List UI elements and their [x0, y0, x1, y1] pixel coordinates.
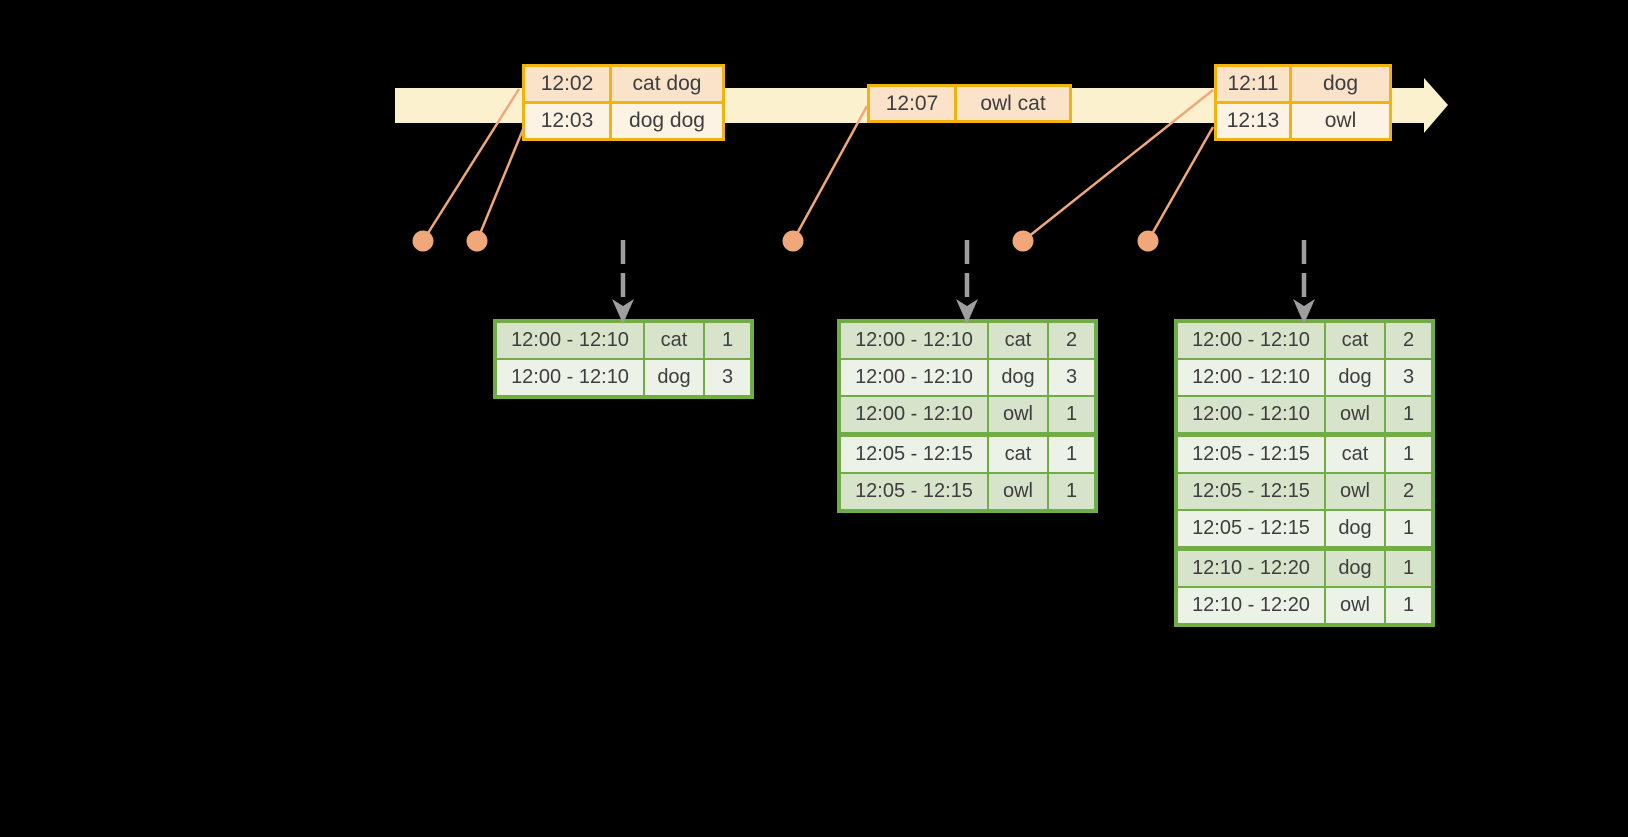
table-row: 12:05 - 12:15 owl 2 [1178, 474, 1431, 509]
table-row: 12:03 dog dog [525, 104, 722, 138]
event-time-cell: 12:13 [1217, 104, 1289, 138]
table-row: 12:10 - 12:20 dog 1 [1178, 551, 1431, 586]
count-cell: 1 [705, 323, 750, 358]
word-cell: owl [989, 397, 1047, 432]
word-cell: owl [1326, 474, 1384, 509]
result-table-2: 12:00 - 12:10 cat 2 12:00 - 12:10 dog 3 … [837, 319, 1098, 513]
word-cell: dog [1326, 511, 1384, 546]
window-cell: 12:00 - 12:10 [841, 323, 987, 358]
word-cell: dog [645, 360, 703, 395]
window-cell: 12:05 - 12:15 [841, 474, 987, 509]
word-cell: cat [1326, 437, 1384, 472]
event-words-cell: dog [1292, 67, 1389, 101]
table-row: 12:00 - 12:10 cat 2 [1178, 323, 1431, 358]
count-cell: 1 [1386, 437, 1431, 472]
event-words-cell: owl cat [957, 87, 1069, 120]
window-cell: 12:00 - 12:10 [497, 360, 643, 395]
count-cell: 1 [1386, 397, 1431, 432]
count-cell: 1 [1049, 397, 1094, 432]
timeline-arrowhead-icon [1424, 78, 1448, 133]
word-cell: dog [1326, 360, 1384, 395]
window-cell: 12:10 - 12:20 [1178, 588, 1324, 623]
word-cell: dog [1326, 551, 1384, 586]
word-cell: owl [1326, 397, 1384, 432]
count-cell: 1 [1049, 474, 1094, 509]
result-table-1: 12:00 - 12:10 cat 1 12:00 - 12:10 dog 3 [493, 319, 754, 399]
table-row: 12:07 owl cat [870, 87, 1069, 120]
table-row: 12:00 - 12:10 dog 3 [1178, 360, 1431, 395]
count-cell: 2 [1386, 323, 1431, 358]
event-words-cell: owl [1292, 104, 1389, 138]
word-cell: owl [989, 474, 1047, 509]
window-cell: 12:00 - 12:10 [841, 397, 987, 432]
window-cell: 12:10 - 12:20 [1178, 551, 1324, 586]
count-cell: 1 [1386, 588, 1431, 623]
word-cell: cat [1326, 323, 1384, 358]
count-cell: 3 [1049, 360, 1094, 395]
table-row: 12:02 cat dog [525, 67, 722, 101]
table-row: 12:00 - 12:10 owl 1 [1178, 397, 1431, 432]
count-cell: 1 [1049, 437, 1094, 472]
window-cell: 12:00 - 12:10 [497, 323, 643, 358]
table-row: 12:05 - 12:15 owl 1 [841, 474, 1094, 509]
table-row: 12:00 - 12:10 dog 3 [497, 360, 750, 395]
event-time-cell: 12:07 [870, 87, 954, 120]
table-row: 12:00 - 12:10 owl 1 [841, 397, 1094, 432]
event-time-cell: 12:02 [525, 67, 609, 101]
count-cell: 3 [1386, 360, 1431, 395]
event-words-cell: dog dog [612, 104, 722, 138]
window-cell: 12:05 - 12:15 [841, 437, 987, 472]
window-cell: 12:05 - 12:15 [1178, 511, 1324, 546]
event-table-2: 12:07 owl cat [867, 84, 1072, 123]
table-row: 12:00 - 12:10 cat 2 [841, 323, 1094, 358]
event-table-3: 12:11 dog 12:13 owl [1214, 64, 1392, 141]
count-cell: 2 [1049, 323, 1094, 358]
table-row: 12:10 - 12:20 owl 1 [1178, 588, 1431, 623]
window-cell: 12:05 - 12:15 [1178, 474, 1324, 509]
window-cell: 12:00 - 12:10 [1178, 397, 1324, 432]
event-words-cell: cat dog [612, 67, 722, 101]
window-cell: 12:00 - 12:10 [1178, 360, 1324, 395]
window-cell: 12:05 - 12:15 [1178, 437, 1324, 472]
result-table-3: 12:00 - 12:10 cat 2 12:00 - 12:10 dog 3 … [1174, 319, 1435, 627]
event-time-cell: 12:03 [525, 104, 609, 138]
window-cell: 12:00 - 12:10 [841, 360, 987, 395]
table-row: 12:00 - 12:10 cat 1 [497, 323, 750, 358]
count-cell: 2 [1386, 474, 1431, 509]
count-cell: 1 [1386, 511, 1431, 546]
table-row: 12:05 - 12:15 cat 1 [1178, 437, 1431, 472]
table-row: 12:11 dog [1217, 67, 1389, 101]
table-row: 12:13 owl [1217, 104, 1389, 138]
count-cell: 1 [1386, 551, 1431, 586]
word-cell: cat [989, 323, 1047, 358]
event-table-1: 12:02 cat dog 12:03 dog dog [522, 64, 725, 141]
table-row: 12:05 - 12:15 dog 1 [1178, 511, 1431, 546]
word-cell: cat [989, 437, 1047, 472]
count-cell: 3 [705, 360, 750, 395]
word-cell: dog [989, 360, 1047, 395]
window-cell: 12:00 - 12:10 [1178, 323, 1324, 358]
event-time-cell: 12:11 [1217, 67, 1289, 101]
table-row: 12:05 - 12:15 cat 1 [841, 437, 1094, 472]
table-row: 12:00 - 12:10 dog 3 [841, 360, 1094, 395]
word-cell: owl [1326, 588, 1384, 623]
word-cell: cat [645, 323, 703, 358]
